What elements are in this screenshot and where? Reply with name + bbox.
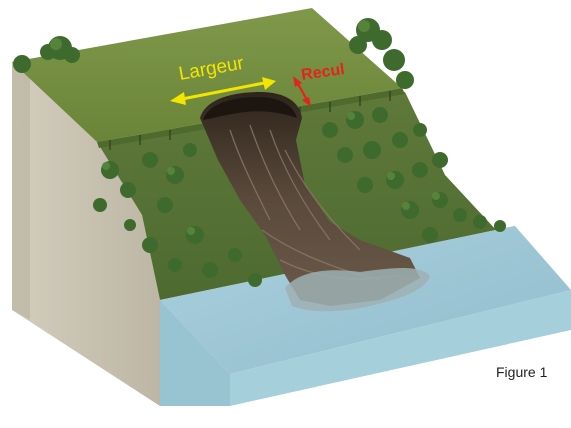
vegetation bbox=[13, 18, 506, 287]
plateau-top bbox=[12, 8, 402, 142]
soil-side-face bbox=[12, 62, 160, 406]
retreat-label: Recul bbox=[300, 61, 346, 84]
debris-plume bbox=[285, 268, 430, 312]
retreat-arrow bbox=[293, 76, 311, 107]
water-right-face bbox=[230, 290, 571, 406]
landslide-scar bbox=[200, 92, 420, 306]
landslide-crown bbox=[203, 97, 297, 120]
width-arrow bbox=[170, 77, 276, 105]
water-front-face bbox=[160, 300, 230, 406]
soil-side-shade bbox=[12, 62, 30, 320]
figure-caption: Figure 1 bbox=[496, 364, 548, 380]
